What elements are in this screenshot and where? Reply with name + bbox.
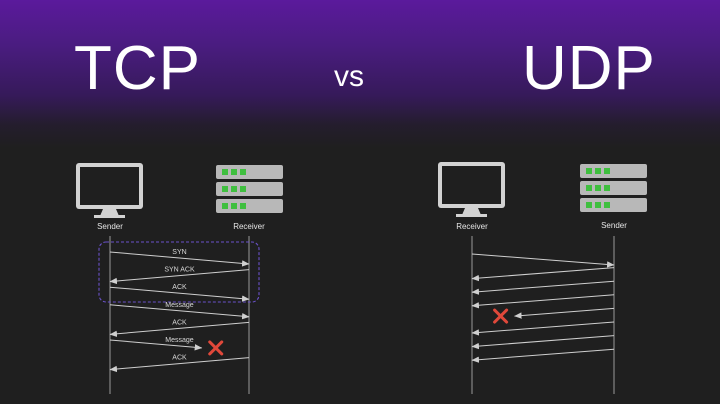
handshake-box [98,241,260,303]
tcp-message-arrow [109,339,203,351]
udp-message-arrow [471,335,615,350]
udp-message-arrow [471,321,615,336]
title-vs: vs [334,60,364,93]
server-rack-icon [580,164,647,212]
title-tcp: TCP [74,34,201,103]
tcp-message-label: Message [165,337,194,344]
tcp-right-label: Receiver [233,222,265,231]
tcp-message-label: ACK [172,355,187,362]
tcp-message-label: Message [165,302,194,309]
tcp-message-label: ACK [172,319,187,326]
tcp-message-arrow [109,357,250,373]
x-mark-icon [493,308,509,324]
tcp-message-arrow [109,321,250,337]
computer-monitor-icon [76,163,143,218]
udp-right-label: Sender [601,221,627,230]
tcp-message-arrow [109,304,250,320]
udp-message-arrow [471,267,615,282]
udp-panel: Receiver Sender [438,162,647,394]
udp-message-arrow [471,294,615,309]
tcp-message-label: ACK [172,284,187,291]
tcp-message-arrow [109,286,250,302]
tcp-message-arrow [109,269,250,285]
udp-message-arrow [471,348,615,363]
tcp-message-arrow [109,251,250,267]
x-mark-icon [208,340,224,356]
server-rack-icon [216,165,283,213]
udp-messages [471,253,615,363]
tcp-left-label: Sender [97,222,123,231]
udp-message-arrow [471,280,615,295]
computer-monitor-icon [438,162,505,217]
udp-left-label: Receiver [456,222,488,231]
tcp-message-label: SYN ACK [164,267,195,274]
udp-message-arrow [471,253,615,268]
tcp-message-label: SYN [172,249,186,256]
title-udp: UDP [522,34,656,103]
udp-message-arrow [514,307,615,319]
